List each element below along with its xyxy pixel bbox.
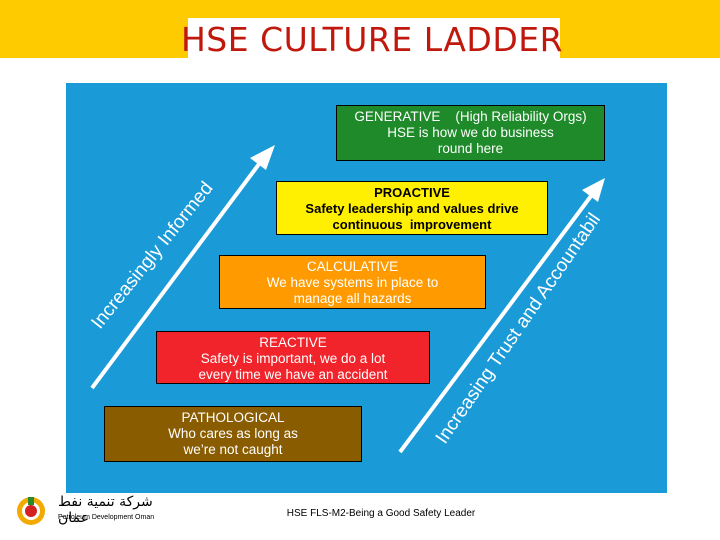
level-line: Safety leadership and values drive <box>305 201 519 216</box>
level-line: manage all hazards <box>293 291 412 306</box>
level-proactive: PROACTIVE Safety leadership and values d… <box>276 181 548 235</box>
level-line: Who cares as long as <box>168 426 298 441</box>
level-line: continuous improvement <box>332 217 492 232</box>
level-line: we’re not caught <box>183 442 283 457</box>
footer-text: HSE FLS-M2-Being a Good Safety Leader <box>286 508 476 519</box>
level-heading: PATHOLOGICAL <box>181 410 285 425</box>
logo-arabic-text: شركة تنمية نفط عمان <box>58 494 153 526</box>
title-background <box>188 18 560 58</box>
logo-english-text: Petroleum Development Oman <box>58 514 155 521</box>
level-line: HSE is how we do business <box>387 125 554 140</box>
level-line: We have systems in place to <box>266 275 439 290</box>
level-heading: GENERATIVE (High Reliability Orgs) <box>354 109 587 124</box>
level-reactive: REACTIVE Safety is important, we do a lo… <box>156 331 430 384</box>
level-line: Safety is important, we do a lot <box>200 351 386 366</box>
page-title: HSE CULTURE LADDER <box>180 20 564 59</box>
left-arrow-shaft <box>90 158 264 390</box>
left-arrow-head <box>250 145 275 170</box>
level-generative: GENERATIVE (High Reliability Orgs) HSE i… <box>336 105 605 161</box>
level-pathological: PATHOLOGICAL Who cares as long as we’re … <box>104 406 362 462</box>
right-arrow-head <box>582 178 605 202</box>
level-heading: CALCULATIVE <box>306 259 399 274</box>
level-line: every time we have an accident <box>198 367 388 382</box>
level-heading: PROACTIVE <box>374 185 450 200</box>
pdo-emblem-icon <box>17 497 45 525</box>
level-calculative: CALCULATIVE We have systems in place to … <box>219 255 486 309</box>
company-logo: شركة تنمية نفط عمان Petroleum Developmen… <box>14 494 164 528</box>
level-heading: REACTIVE <box>259 335 327 350</box>
level-line: round here <box>437 141 504 156</box>
right-arrow-shaft <box>398 190 596 454</box>
